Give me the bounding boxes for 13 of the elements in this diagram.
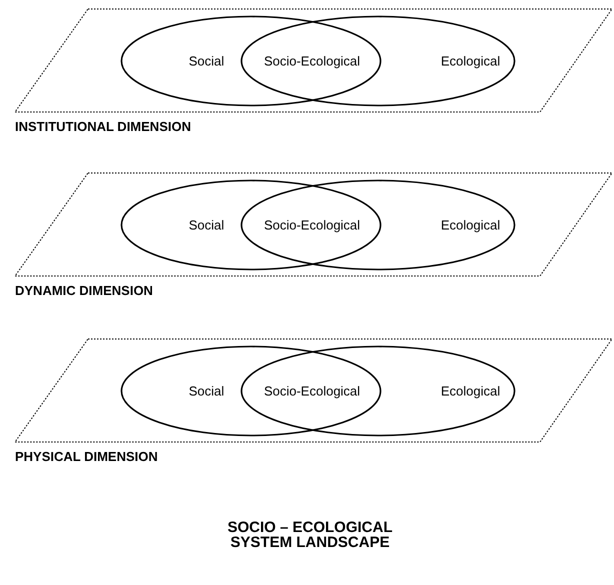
set-label: Ecological xyxy=(440,218,500,232)
dimension-heading: INSTITUTIONAL DIMENSION xyxy=(15,119,191,134)
set-label: Social xyxy=(188,54,224,68)
set-label: Social xyxy=(188,218,224,232)
overlap-label: Socio-Ecological xyxy=(264,54,360,68)
overlap-label: Socio-Ecological xyxy=(264,384,360,398)
overlap-label: Socio-Ecological xyxy=(264,218,360,232)
caption: SOCIO – ECOLOGICAL SYSTEM LANDSCAPE xyxy=(226,520,394,550)
set-label: Ecological xyxy=(440,384,500,398)
set-label: Ecological xyxy=(440,54,500,68)
set-label: Social xyxy=(188,384,224,398)
dimension-heading: PHYSICAL DIMENSION xyxy=(15,449,158,464)
dimension-heading: DYNAMIC DIMENSION xyxy=(15,283,153,298)
